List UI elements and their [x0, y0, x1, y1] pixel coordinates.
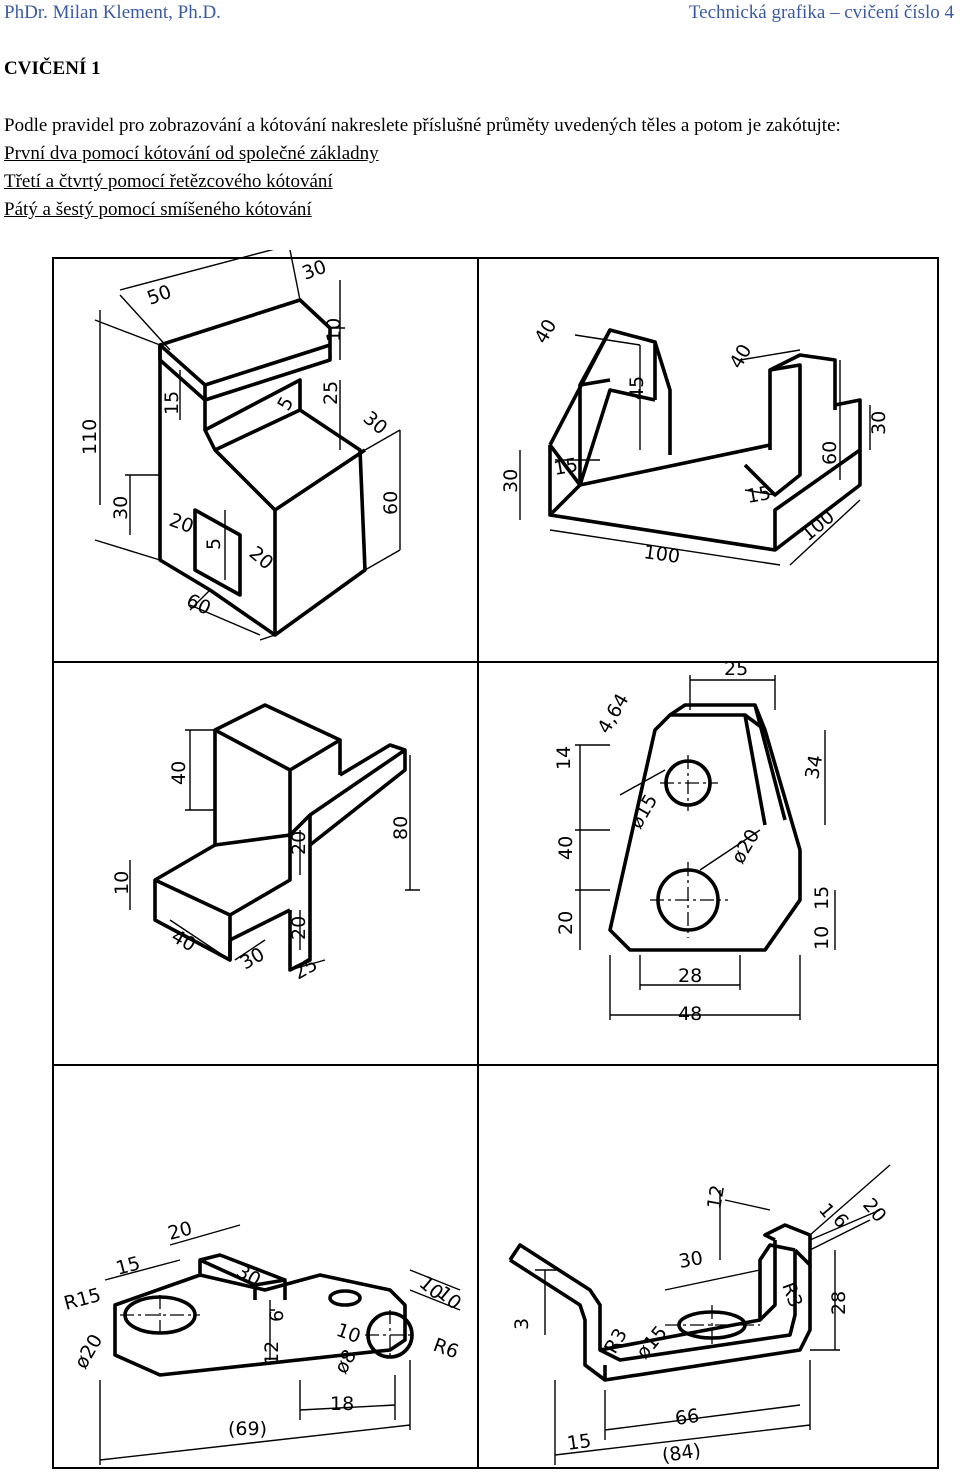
d5-dim-d8: ø8 [330, 1346, 361, 1378]
d3-dim-80: 80 [390, 816, 412, 840]
d1-dim-30b: 30 [359, 407, 392, 439]
d3-dim-20a: 20 [288, 831, 310, 855]
instructions: Podle pravidel pro zobrazování a kótován… [4, 112, 959, 224]
d2-dim-60: 60 [819, 441, 841, 465]
grid-frame [52, 257, 939, 1469]
header-author: PhDr. Milan Klement, Ph.D. [4, 2, 221, 23]
d2-dim-100b: 100 [797, 506, 839, 546]
d4-dim-d15: ø15 [625, 790, 662, 832]
d1-dim-10: 10 [323, 318, 345, 342]
d6-dim-30: 30 [677, 1247, 705, 1273]
d1-dim-50: 50 [144, 281, 174, 310]
d4-dim-d20: ø20 [727, 825, 764, 867]
d6-dim-r3a: R3 [777, 1279, 806, 1310]
d6-dim-84: (84) [661, 1440, 703, 1467]
d4-dim-14: 14 [553, 746, 575, 770]
d3-dim-10: 10 [111, 871, 133, 895]
d5-dim-18: 18 [330, 1393, 354, 1415]
d1-dim-60a: 60 [380, 491, 402, 515]
d1-dim-110: 110 [79, 419, 101, 455]
d5-dim-20: 20 [166, 1217, 195, 1245]
drawings-svg: 50 30 10 110 15 5 25 30 60 30 20 5 20 60 [52, 250, 939, 1469]
d2-dim-40b: 40 [725, 341, 756, 373]
drawing-5-lever-arm: 20 15 30 10 10 R15 6 12 10 ø20 ø8 R6 18 … [62, 1217, 465, 1465]
d4-dim-28: 28 [678, 965, 702, 987]
d6-dim-66: 66 [674, 1405, 701, 1430]
instruction-base-dimensioning: První dva pomocí kótování od společné zá… [4, 143, 379, 164]
d4-dim-15: 15 [811, 886, 833, 910]
d5-dim-15: 15 [114, 1252, 143, 1280]
header-course: Technická grafika – cvičení číslo 4 [688, 2, 954, 23]
d2-dim-30b: 30 [868, 411, 890, 435]
d6-dim-15: 15 [566, 1430, 593, 1455]
d5-dim-6: 6 [266, 1310, 288, 1322]
d3-dim-40a: 40 [168, 761, 190, 785]
instruction-intro: Podle pravidel pro zobrazování a kótován… [4, 115, 841, 136]
d1-dim-15: 15 [161, 391, 183, 415]
d6-dim-28: 28 [828, 1291, 850, 1315]
d2-dim-15a: 15 [552, 454, 580, 480]
instruction-chain-dimensioning: Třetí a čtvrtý pomocí řetězcového kótová… [4, 171, 333, 192]
d1-dim-20b: 20 [245, 542, 278, 574]
d5-dim-10c: 10 [333, 1319, 363, 1348]
d3-dim-25: 25 [290, 953, 322, 984]
d2-dim-45: 45 [626, 376, 648, 400]
d4-dim-40: 40 [555, 836, 577, 860]
d4-dim-4-64: 4,64 [593, 690, 633, 738]
drawing-4-plate-with-holes: 25 4,64 14 34 ø15 40 ø20 20 15 10 28 48 [553, 658, 836, 1025]
d1-dim-30a: 30 [299, 256, 329, 285]
d1-dim-25: 25 [320, 381, 342, 405]
d4-dim-48: 48 [678, 1003, 702, 1025]
drawing-6-sheet-bracket: 12 1 6 20 30 R3 3 28 R3 ø15 66 15 (84) [508, 1164, 891, 1467]
drawing-2-u-bracket: 40 45 40 30 15 60 30 15 100 100 [500, 316, 890, 568]
d1-dim-5b: 5 [203, 538, 225, 550]
d5-dim-69: (69) [228, 1418, 267, 1440]
d6-dim-20: 20 [858, 1194, 890, 1227]
drawing-1-stepped-block: 50 30 10 110 15 5 25 30 60 30 20 5 20 60 [79, 250, 402, 641]
d3-dim-30: 30 [237, 943, 269, 974]
d4-dim-25: 25 [724, 658, 748, 680]
d4-dim-10: 10 [811, 926, 833, 950]
d2-dim-40a: 40 [530, 316, 561, 348]
d6-dim-12: 12 [703, 1183, 729, 1211]
d2-dim-100a: 100 [642, 541, 681, 568]
d4-dim-34: 34 [801, 753, 827, 781]
d1-dim-20a: 20 [166, 509, 196, 538]
d5-dim-12: 12 [261, 1341, 283, 1365]
d2-dim-15b: 15 [745, 482, 773, 508]
d5-dim-d20: ø20 [70, 1330, 107, 1372]
d6-dim-3: 3 [511, 1318, 533, 1330]
d5-dim-r15: R15 [62, 1284, 104, 1315]
d3-dim-20b: 20 [288, 916, 310, 940]
d1-dim-30c: 30 [110, 496, 132, 520]
instruction-mixed-dimensioning: Pátý a šestý pomocí smíšeného kótování [4, 199, 312, 220]
d5-dim-30: 30 [233, 1260, 265, 1291]
d4-dim-20: 20 [555, 911, 577, 935]
drawings-grid: 50 30 10 110 15 5 25 30 60 30 20 5 20 60 [0, 250, 960, 1478]
d2-dim-30a: 30 [500, 469, 522, 493]
exercise-title: CVIČENÍ 1 [4, 58, 101, 79]
d5-dim-r6: R6 [430, 1334, 461, 1363]
d1-dim-60b: 60 [183, 590, 214, 620]
drawing-3-wedge-block: 40 20 80 10 20 40 30 25 [111, 703, 420, 984]
